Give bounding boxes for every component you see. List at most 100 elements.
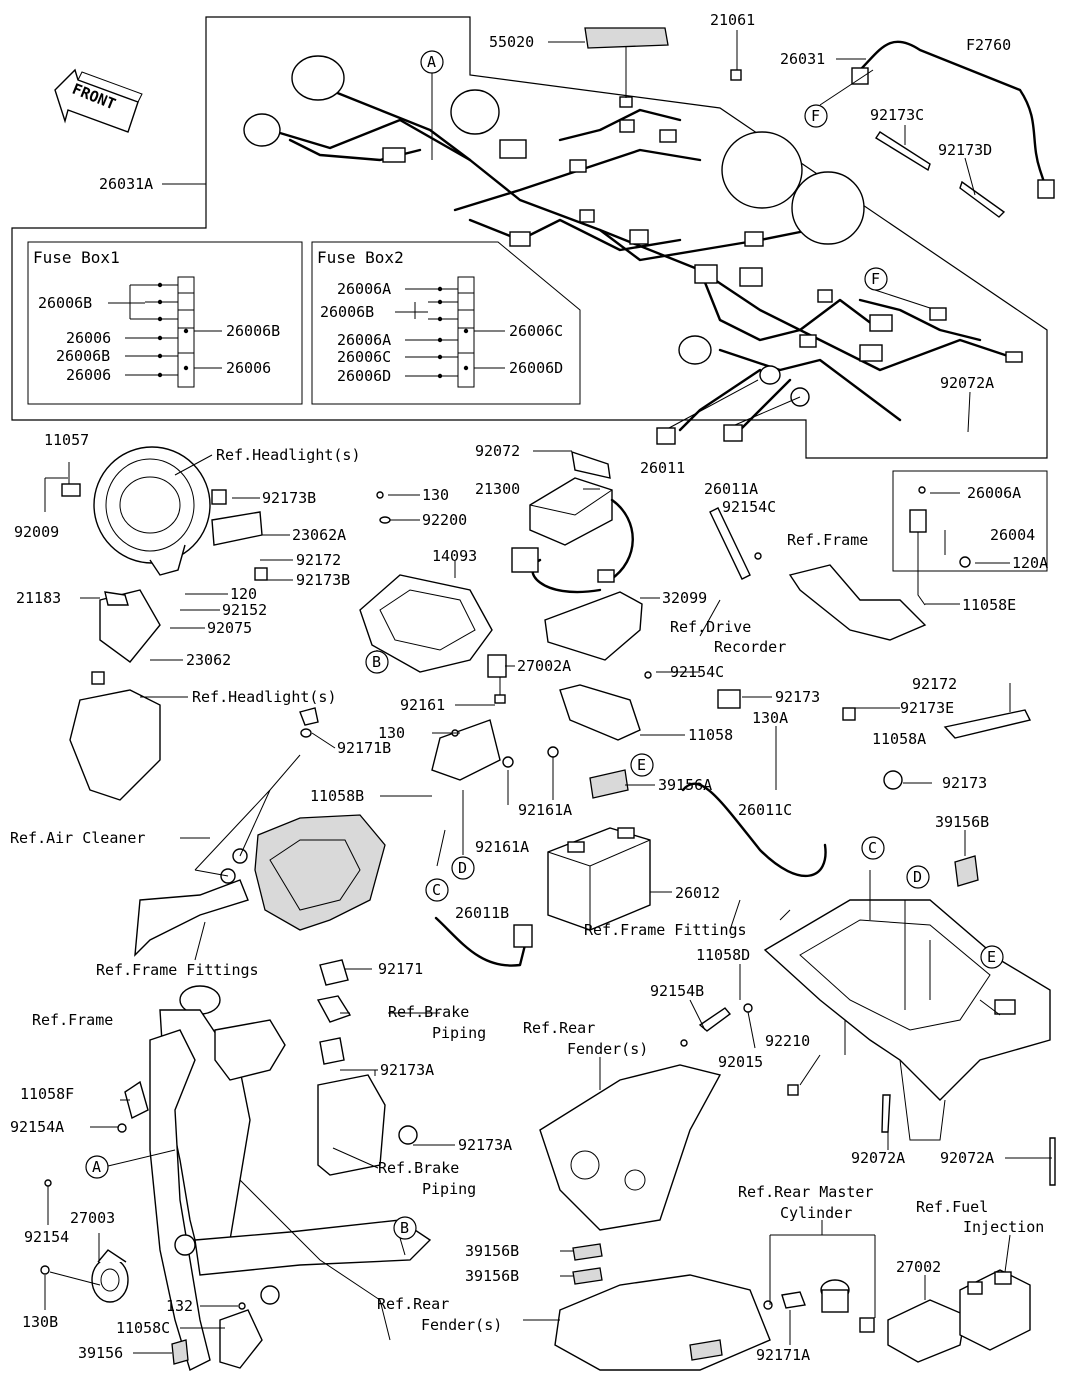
part-label: 11058 xyxy=(688,726,733,744)
callout-letter: A xyxy=(427,53,436,71)
part-label: 92173 xyxy=(775,688,820,706)
reference-labels: Ref.Headlight(s) Ref.Headlight(s) Ref.Fr… xyxy=(10,446,1044,1334)
diagram-code: F2760 xyxy=(966,36,1011,54)
part-label: 39156B xyxy=(465,1242,519,1260)
part-label: 92171B xyxy=(337,739,391,757)
battery-case-rear xyxy=(763,899,1051,1141)
part-label: 92015 xyxy=(718,1053,763,1071)
ref-label: Cylinder xyxy=(780,1204,852,1222)
part-label: 130 xyxy=(378,724,405,742)
ecu-unit-21300 xyxy=(511,450,634,594)
cable-26011C xyxy=(681,782,827,877)
fuse-box-2-title: Fuse Box2 xyxy=(317,248,404,267)
callout-letter: C xyxy=(868,839,877,857)
bracket-11058B xyxy=(431,719,501,781)
callout-letter: E xyxy=(637,756,646,774)
bracket-11058F xyxy=(124,1080,149,1120)
part-label: 21300 xyxy=(475,480,520,498)
part-label: 26011A xyxy=(704,480,758,498)
part-label: 26031 xyxy=(780,50,825,68)
part-label: 39156A xyxy=(658,776,712,794)
part-label: 11058C xyxy=(116,1319,170,1337)
bracket-11058 xyxy=(559,684,641,741)
ref-label: Ref.Rear xyxy=(377,1295,449,1313)
callout-letter: C xyxy=(432,881,441,899)
ref-label: Ref.Drive xyxy=(670,618,751,636)
main-frame xyxy=(149,985,432,1371)
fuse-box-1-label: 26006B xyxy=(226,322,280,340)
ref-label: Piping xyxy=(422,1180,476,1198)
callout-letter: F xyxy=(871,270,880,288)
part-label: 130 xyxy=(422,486,449,504)
part-label: 92154C xyxy=(722,498,776,516)
fuse-box-1-label: 26006 xyxy=(66,329,111,347)
part-label: 11058E xyxy=(962,596,1016,614)
wire-26031 xyxy=(858,40,1047,187)
part-label: 92173 xyxy=(942,774,987,792)
battery-26012 xyxy=(547,827,651,931)
part-label: 55020 xyxy=(489,33,534,51)
callout-letter: D xyxy=(913,868,922,886)
ref-label: Ref.Rear xyxy=(523,1019,595,1037)
part-label: 92173D xyxy=(938,141,992,159)
relay-27002A xyxy=(487,654,507,678)
ref-label: Piping xyxy=(432,1024,486,1042)
part-label: 92072 xyxy=(475,442,520,460)
ref-label: Ref.Air Cleaner xyxy=(10,829,145,847)
part-label: 39156B xyxy=(935,813,989,831)
part-label: 11058B xyxy=(310,787,364,805)
ref-label: Ref.Frame Fittings xyxy=(96,961,259,979)
part-label: 32099 xyxy=(662,589,707,607)
part-label: 92154 xyxy=(24,1228,69,1246)
part-label: 92161A xyxy=(475,838,529,856)
rear-master-cylinder xyxy=(763,1279,875,1333)
part-label: 92161A xyxy=(518,801,572,819)
part-label: 26011B xyxy=(455,904,509,922)
frame-segment-right xyxy=(788,564,927,641)
part-label: 92173C xyxy=(870,106,924,124)
part-label: 26031A xyxy=(99,175,153,193)
fuse-box-1-label: 26006B xyxy=(38,294,92,312)
callout-letter: B xyxy=(400,1219,409,1237)
part-label: 130A xyxy=(752,709,788,727)
part-label: 92152 xyxy=(222,601,267,619)
part-label: 92072A xyxy=(851,1149,905,1167)
harness-group-outline xyxy=(11,16,1048,459)
fuse-box-2-label: 26006C xyxy=(337,348,391,366)
part-label: 92172 xyxy=(296,551,341,569)
fuse-box-2: Fuse Box2 26006A 26006B 26006A 26006C 26… xyxy=(311,241,581,405)
part-label: 92173A xyxy=(380,1061,434,1079)
tray-32099 xyxy=(544,591,643,661)
bracket-11058C xyxy=(219,1309,263,1369)
part-label: 120 xyxy=(230,585,257,603)
part-label: 26012 xyxy=(675,884,720,902)
part-label: 92173A xyxy=(458,1136,512,1154)
fuse-box-2-label: 26006A xyxy=(337,331,391,349)
callout-letter: A xyxy=(92,1158,101,1176)
part-label: 92173B xyxy=(296,571,350,589)
part-label: 92171A xyxy=(756,1346,810,1364)
part-label: 92009 xyxy=(14,523,59,541)
ref-label: Ref.Fuel xyxy=(916,1198,988,1216)
part-label: 21061 xyxy=(710,11,755,29)
part-label: 92173E xyxy=(900,699,954,717)
part-label: 26011C xyxy=(738,801,792,819)
fuse-box-1-label: 26006 xyxy=(226,359,271,377)
fuse-box-2-label: 26006D xyxy=(509,359,563,377)
fuse-box-2-label: 26006D xyxy=(337,367,391,385)
part-label: 92210 xyxy=(765,1032,810,1050)
ref-label: Ref.Frame xyxy=(787,531,868,549)
part-label: 26006A xyxy=(967,484,1021,502)
part-label: 27002 xyxy=(896,1258,941,1276)
part-label: 132 xyxy=(166,1297,193,1315)
ref-label: Ref.Frame Fittings xyxy=(584,921,747,939)
fuse-box-1-title: Fuse Box1 xyxy=(33,248,120,267)
cable-26011B xyxy=(434,916,527,967)
callout-letter: D xyxy=(458,859,467,877)
bracket-11058D xyxy=(698,1007,732,1032)
fuse-box-2-label: 26006B xyxy=(320,303,374,321)
front-arrow-icon: FRONT xyxy=(54,68,143,133)
part-label: 11058A xyxy=(872,730,926,748)
rear-fender xyxy=(539,1064,771,1371)
